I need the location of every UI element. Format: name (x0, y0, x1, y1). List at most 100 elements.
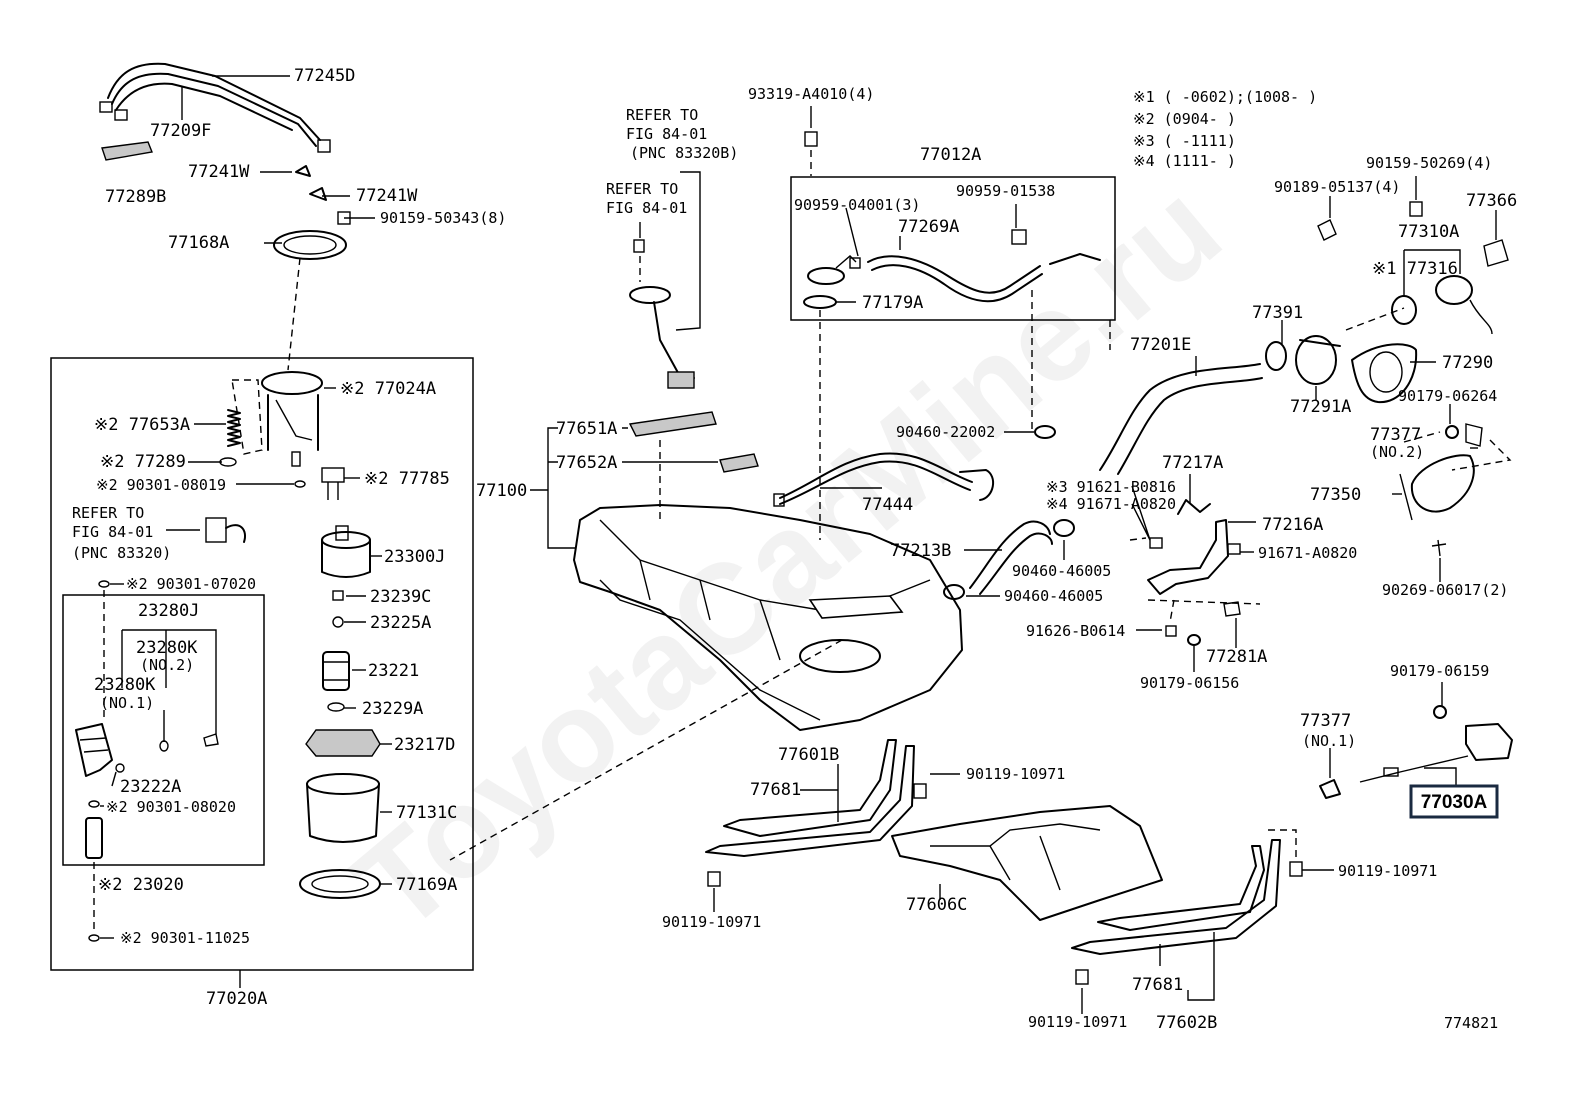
fuel-door-77350[interactable] (1399, 454, 1475, 521)
label-77241W-a[interactable]: 77241W (188, 162, 250, 182)
oring-90301-08020[interactable] (88, 800, 100, 808)
clip-77241W-a[interactable] (295, 165, 311, 177)
label-90189-05137[interactable]: 90189-05137(4) (1274, 178, 1400, 196)
part-90179-06156[interactable] (1187, 634, 1201, 646)
bolt-90179-06159[interactable] (1433, 705, 1447, 719)
label-23229A[interactable]: 23229A (362, 699, 423, 719)
label-90119-10971-a[interactable]: 90119-10971 (662, 913, 761, 931)
label-90301-08020[interactable]: ※2 90301-08020 (106, 798, 236, 816)
oring-77391[interactable] (1265, 341, 1287, 371)
label-77606C[interactable]: 77606C (906, 895, 967, 915)
label-91626-B0614[interactable]: 91626-B0614 (1026, 622, 1125, 640)
part-23239C[interactable] (332, 590, 344, 601)
fuel-tank-77100[interactable] (573, 504, 963, 731)
label-77201E[interactable]: 77201E (1130, 335, 1191, 355)
fuel-tube-77209F[interactable] (99, 62, 331, 153)
oring-90301-08019[interactable] (294, 480, 306, 488)
valve-77179A-cap[interactable] (807, 255, 857, 285)
bolt-91621[interactable] (1149, 537, 1163, 549)
clip-77241W-b[interactable] (309, 187, 327, 201)
pad-77652A[interactable] (719, 453, 759, 473)
label-77131C[interactable]: 77131C (396, 803, 457, 823)
label-23280J[interactable]: 23280J (138, 601, 199, 621)
label-77651A[interactable]: 77651A (556, 419, 617, 439)
housing-77290[interactable] (1351, 343, 1418, 404)
bolt-90119-10971-c[interactable] (1289, 861, 1303, 877)
label-77289[interactable]: ※2 77289 (100, 452, 186, 472)
strap-77602B[interactable] (1071, 839, 1281, 955)
label-91621-B0816[interactable]: ※3 91621-B0816 (1046, 478, 1176, 496)
bracket-77216A[interactable] (1147, 519, 1229, 595)
label-77179A[interactable]: 77179A (862, 293, 923, 313)
regulator-23020[interactable] (85, 817, 103, 859)
fuel-cap-77310A[interactable] (1435, 275, 1493, 335)
label-77281A[interactable]: 77281A (1206, 647, 1267, 667)
label-77030A[interactable]: 77030A (1421, 792, 1488, 813)
part-23229A[interactable] (327, 702, 345, 712)
bolt-90179-06264[interactable] (1445, 425, 1459, 439)
label-77209F[interactable]: 77209F (150, 121, 211, 141)
screw-90269-06017[interactable] (1431, 539, 1447, 557)
label-77316[interactable]: ※1 77316 (1372, 259, 1458, 279)
label-91671-A0820-a[interactable]: ※4 91671-A0820 (1046, 495, 1176, 513)
label-77377-no2[interactable]: 77377 (1370, 425, 1421, 445)
filler-neck-77291A[interactable] (1295, 335, 1341, 385)
label-77290[interactable]: 77290 (1442, 353, 1493, 373)
label-90119-10971-b[interactable]: 90119-10971 (966, 765, 1065, 783)
clamp-90959-04001[interactable] (849, 257, 861, 269)
bolt-90119-10971-a[interactable] (707, 871, 721, 887)
part-23280K-no2[interactable] (203, 733, 219, 747)
label-93319[interactable]: 93319-A4010(4) (748, 85, 874, 103)
label-90959-04001[interactable]: 90959-04001(3) (794, 196, 920, 214)
label-23222A[interactable]: 23222A (120, 777, 181, 797)
label-77377-no1[interactable]: 77377 (1300, 711, 1351, 731)
bolt-91671-A0820[interactable] (1227, 543, 1241, 555)
protector-77606C[interactable] (891, 805, 1163, 921)
clamp-90460-46005-b[interactable] (943, 584, 965, 600)
bolt-90189-05137[interactable] (1317, 219, 1337, 241)
clamp-90959-01538[interactable] (1011, 229, 1027, 245)
label-77169A[interactable]: 77169A (396, 875, 457, 895)
retainer-ring-77168A[interactable] (273, 230, 347, 260)
connector-ref-83320[interactable] (205, 517, 246, 543)
part-77366[interactable] (1483, 239, 1509, 267)
label-77168A[interactable]: 77168A (168, 233, 229, 253)
label-23280K-no1[interactable]: 23280K (94, 675, 156, 695)
label-77245D[interactable]: 77245D (294, 66, 355, 86)
label-90301-07020[interactable]: ※2 90301-07020 (126, 575, 256, 593)
label-77785[interactable]: ※2 77785 (364, 469, 450, 489)
part-77289[interactable] (219, 457, 237, 467)
hose-77269A[interactable] (867, 255, 1043, 303)
label-90179-06156[interactable]: 90179-06156 (1140, 674, 1239, 692)
pump-motor-23221[interactable] (322, 651, 350, 691)
label-77291A[interactable]: 77291A (1290, 397, 1351, 417)
lock-actuator-77030A[interactable] (1359, 723, 1513, 783)
cup-77131C[interactable] (306, 773, 380, 843)
filter-23217D[interactable] (305, 729, 381, 757)
label-77652A[interactable]: 77652A (556, 453, 617, 473)
label-90269-06017[interactable]: 90269-06017(2) (1382, 581, 1508, 599)
label-23239C[interactable]: 23239C (370, 587, 431, 607)
sender-gauge-23280J[interactable] (75, 723, 125, 777)
bolt-90119-10971-b[interactable] (913, 783, 927, 799)
label-77216A[interactable]: 77216A (1262, 515, 1323, 535)
bolt-90159-50269[interactable] (1409, 201, 1423, 217)
label-23217D[interactable]: 23217D (394, 735, 455, 755)
part-77377-no1[interactable] (1319, 779, 1341, 799)
clip-77281A[interactable] (1223, 601, 1241, 617)
strap-77601B[interactable] (705, 739, 915, 857)
label-77601B[interactable]: 77601B (778, 745, 839, 765)
label-77681-b[interactable]: 77681 (1132, 975, 1183, 995)
label-90959-01538[interactable]: 90959-01538 (956, 182, 1055, 200)
label-77350[interactable]: 77350 (1310, 485, 1361, 505)
part-23225A[interactable] (332, 616, 344, 628)
clamp-90460-46005-a[interactable] (1053, 519, 1075, 537)
bracket-77217A[interactable] (1177, 499, 1211, 515)
clamp-90460-22002[interactable] (1034, 425, 1056, 439)
label-23225A[interactable]: 23225A (370, 613, 431, 633)
label-90301-08019[interactable]: ※2 90301-08019 (96, 476, 226, 494)
fuel-pump-23300J[interactable] (321, 525, 371, 578)
pump-bracket-77024A[interactable] (261, 371, 323, 467)
screw-ref-84-01[interactable] (633, 239, 645, 253)
label-90460-22002[interactable]: 90460-22002 (896, 423, 995, 441)
